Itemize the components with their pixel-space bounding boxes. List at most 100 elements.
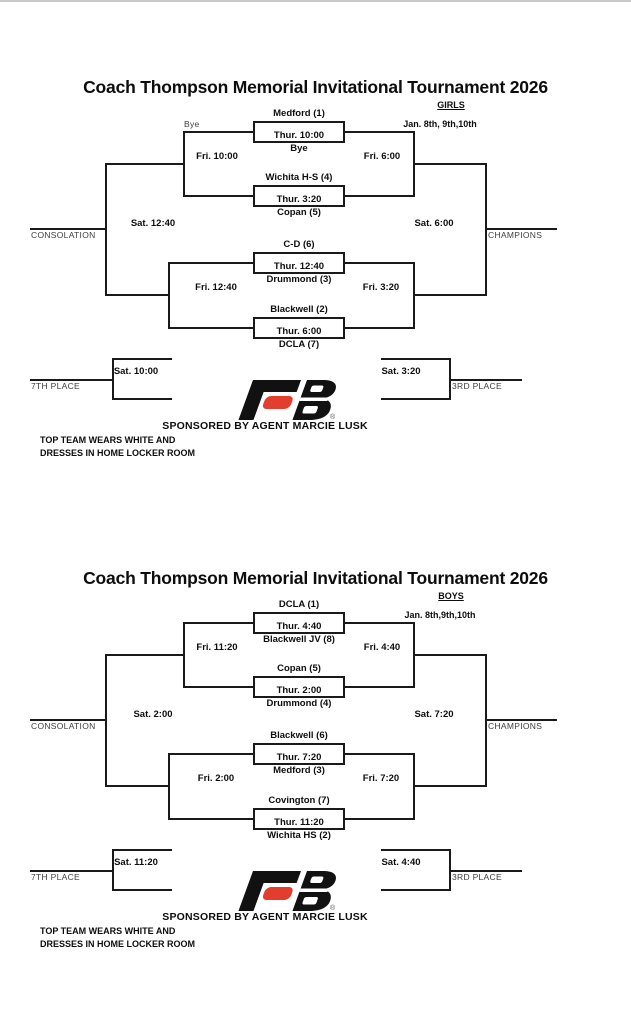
team-name-top: Blackwell (6) — [270, 730, 328, 741]
team-name-top: C-D (6) — [283, 239, 315, 250]
bracket-line — [183, 622, 253, 624]
match-box — [253, 317, 345, 339]
champions-line — [485, 228, 557, 230]
team-name-top: Medford (1) — [273, 108, 325, 119]
bracket-line — [168, 818, 253, 820]
division-label: GIRLS — [437, 100, 465, 110]
bracket-line — [183, 131, 253, 133]
division-label: BOYS — [438, 591, 464, 601]
bracket-line — [345, 262, 415, 264]
registered-icon: ® — [330, 904, 336, 911]
uniform-note: TOP TEAM WEARS WHITE AND — [40, 435, 176, 445]
third-place-label: 3RD PLACE — [452, 381, 502, 391]
seventh-place-label: 7TH PLACE — [31, 381, 80, 391]
match-box — [253, 185, 345, 207]
consolation-line — [30, 228, 107, 230]
bracket-line — [381, 889, 451, 891]
team-name-top: Copan (5) — [277, 663, 321, 674]
team-name-bottom: Blackwell JV (8) — [263, 634, 335, 645]
bracket-line — [30, 870, 114, 872]
bracket-line — [413, 654, 487, 656]
seventh-time-label: Sat. 11:20 — [114, 857, 158, 868]
bracket-line — [105, 654, 185, 656]
team-name-top: Covington (7) — [268, 795, 330, 806]
bracket-line — [345, 753, 415, 755]
team-name-top: DCLA (1) — [278, 599, 320, 610]
bracket-line — [183, 195, 253, 197]
bracket-line — [112, 358, 172, 360]
bracket-line — [112, 849, 172, 851]
final-time-label: Sat. 12:40 — [130, 218, 176, 229]
round-time-label: Fri. 12:40 — [195, 282, 237, 293]
bracket-line — [112, 398, 172, 400]
round-time-label: Fri. 2:00 — [197, 773, 235, 784]
page-top-rule — [0, 0, 631, 2]
farm-bureau-fb-logo: ® — [238, 380, 336, 420]
champions-line — [485, 719, 557, 721]
bracket-line — [168, 327, 253, 329]
team-name-bottom: DCLA (7) — [278, 339, 320, 350]
third-place-label: 3RD PLACE — [452, 872, 502, 882]
girls-bracket: Coach Thompson Memorial Invitational Tou… — [0, 75, 631, 467]
game-time: Thur. 11:20 — [274, 817, 324, 828]
final-time-label: Sat. 7:20 — [414, 709, 454, 720]
fb-logo-f-shape — [238, 871, 301, 911]
fb-logo-red-swoosh — [262, 887, 293, 900]
bracket-line — [105, 163, 185, 165]
bracket-line — [345, 818, 415, 820]
bracket-line — [345, 131, 415, 133]
bracket-line — [30, 379, 114, 381]
fb-logo-f-shape — [238, 380, 301, 420]
bracket-line — [413, 294, 487, 296]
game-time: Thur. 4:40 — [276, 621, 322, 632]
team-name-top: Blackwell (2) — [270, 304, 328, 315]
bracket-line — [413, 785, 487, 787]
uniform-note: DRESSES IN HOME LOCKER ROOM — [40, 939, 196, 949]
round-time-label: Fri. 3:20 — [362, 282, 400, 293]
team-name-bottom: Copan (5) — [277, 207, 321, 218]
third-time-label: Sat. 4:40 — [381, 857, 421, 868]
bracket-line — [105, 785, 170, 787]
match-box — [253, 808, 345, 830]
bracket-line — [381, 849, 451, 851]
team-name-bottom: Wichita HS (2) — [267, 830, 331, 841]
game-time: Thur. 3:20 — [276, 194, 322, 205]
dates-label: Jan. 8th,9th,10th — [404, 610, 476, 620]
bracket-line — [345, 622, 415, 624]
bracket-line — [168, 753, 253, 755]
seventh-time-label: Sat. 10:00 — [113, 366, 159, 377]
team-name-bottom: Bye — [290, 143, 308, 154]
game-time: Thur. 6:00 — [276, 326, 322, 337]
bracket-line — [345, 327, 415, 329]
uniform-note: DRESSES IN HOME LOCKER ROOM — [40, 448, 196, 458]
game-time: Thur. 2:00 — [276, 685, 322, 696]
sponsor-line: SPONSORED BY AGENT MARCIE LUSK — [162, 420, 368, 432]
consolation-line — [30, 719, 107, 721]
bracket-line — [449, 870, 522, 872]
round-time-label: Fri. 6:00 — [363, 151, 401, 162]
tournament-title: Coach Thompson Memorial Invitational Tou… — [83, 568, 548, 588]
match-box — [253, 121, 345, 143]
third-time-label: Sat. 3:20 — [381, 366, 421, 377]
champions-label: CHAMPIONS — [488, 721, 543, 731]
bye-label: Bye — [184, 119, 200, 129]
round-time-label: Fri. 11:20 — [196, 642, 238, 653]
match-box — [253, 676, 345, 698]
bracket-line — [381, 358, 451, 360]
game-time: Thur. 10:00 — [273, 130, 325, 141]
uniform-note: TOP TEAM WEARS WHITE AND — [40, 926, 176, 936]
bracket-line — [345, 686, 415, 688]
consolation-label: CONSOLATION — [31, 230, 96, 240]
tournament-title: Coach Thompson Memorial Invitational Tou… — [83, 77, 548, 97]
bracket-line — [413, 163, 487, 165]
bracket-line — [381, 398, 451, 400]
champions-label: CHAMPIONS — [488, 230, 543, 240]
dates-label: Jan. 8th, 9th,10th — [403, 119, 477, 129]
bracket-line — [345, 195, 415, 197]
bracket-line — [105, 294, 170, 296]
match-box — [253, 743, 345, 765]
fb-logo-red-swoosh — [262, 396, 293, 409]
match-box — [253, 252, 345, 274]
team-name-bottom: Drummond (3) — [266, 274, 332, 285]
final-time-label: Sat. 2:00 — [133, 709, 173, 720]
